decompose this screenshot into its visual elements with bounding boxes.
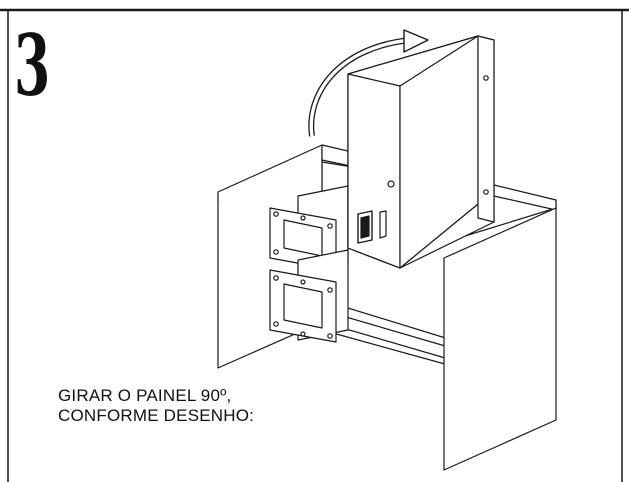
curved-arrow-icon <box>308 29 429 137</box>
control-panel <box>347 35 495 269</box>
upper-flange <box>269 185 349 273</box>
caption-line-2: CONFORME DESENHO: <box>58 406 255 425</box>
caption-line-1: GIRAR O PAINEL 90º, <box>58 386 232 405</box>
hinge-hole <box>483 75 489 81</box>
right-wall <box>443 207 557 471</box>
hinge-hole <box>483 189 489 195</box>
step-number: 3 <box>14 16 51 115</box>
rocker-switch-icon <box>357 210 387 244</box>
indicator-light-icon <box>387 180 395 188</box>
instruction-caption: GIRAR O PAINEL 90º, CONFORME DESENHO: <box>58 386 254 426</box>
lower-flange <box>269 249 349 343</box>
